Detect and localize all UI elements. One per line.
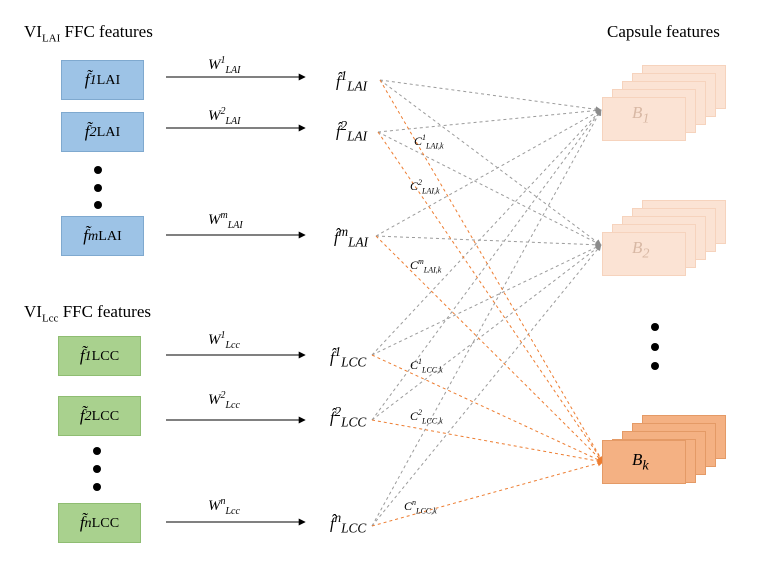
node-lai-1: f̂1LAI (336, 68, 368, 94)
coupling-link-gray (379, 79, 602, 246)
coupling-link-gray (375, 235, 602, 248)
ellipsis-dot (93, 447, 101, 455)
weight-label-lcc-n: WnLcc (208, 496, 240, 517)
node-lcc-n: f̂nLCC (330, 510, 367, 536)
coupling-link-orange (371, 354, 604, 463)
coupling-link-gray (371, 244, 602, 356)
ellipsis-dot (93, 483, 101, 491)
coupling-link-gray (371, 109, 602, 421)
capsule-label-bk: Bk (632, 450, 649, 474)
coupling-label-lai-m: CmLAI,k (410, 257, 442, 275)
ellipsis-dot (94, 184, 102, 192)
coupling-link-orange (371, 460, 604, 527)
node-lai-2: f̂2LAI (336, 118, 368, 144)
coupling-label-lcc-n: CnLCC,k (404, 498, 437, 516)
coupling-label-lcc-1: C1LCC,k (410, 357, 443, 375)
node-lai-m: f̂mLAI (334, 224, 369, 250)
weight-label-lcc-1: W1Lcc (208, 330, 240, 351)
capsule-label-b1: B1 (632, 103, 650, 127)
node-lcc-2: f̂2LCC (330, 404, 367, 430)
coupling-link-gray (371, 244, 602, 421)
capsule-label-b2: B2 (632, 238, 650, 262)
coupling-link-gray (371, 109, 602, 527)
ellipsis-dot (94, 201, 102, 209)
coupling-label-lai-1: C1LAI,k (414, 133, 444, 151)
coupling-link-orange (371, 419, 604, 464)
weight-label-lai-1: W1LAI (208, 55, 241, 76)
coupling-link-gray (371, 109, 602, 356)
weight-label-lai-2: W2LAI (208, 106, 241, 127)
coupling-link-gray (377, 107, 602, 133)
ellipsis-dot (651, 362, 659, 370)
lai-features-header: VILAI FFC features (24, 22, 153, 45)
coupling-label-lcc-2: C2LCC,k (410, 408, 443, 426)
weight-label-lcc-2: W2Lcc (208, 390, 240, 411)
node-lcc-1: f̂1LCC (330, 344, 367, 370)
coupling-link-gray (379, 79, 602, 113)
coupling-link-gray (371, 244, 602, 527)
coupling-link-orange (377, 131, 604, 463)
coupling-label-lai-2: C2LAI,k (410, 178, 440, 196)
coupling-link-orange (375, 235, 604, 463)
coupling-link-orange (379, 79, 604, 463)
ellipsis-dot (651, 323, 659, 331)
ellipsis-dot (651, 343, 659, 351)
ellipsis-dot (94, 166, 102, 174)
capsule-features-header: Capsule features (607, 22, 720, 41)
coupling-link-gray (375, 109, 602, 237)
weight-label-lai-m: WmLAI (208, 210, 243, 231)
ellipsis-dot (93, 465, 101, 473)
lcc-features-header: VILcc FFC features (24, 302, 151, 325)
